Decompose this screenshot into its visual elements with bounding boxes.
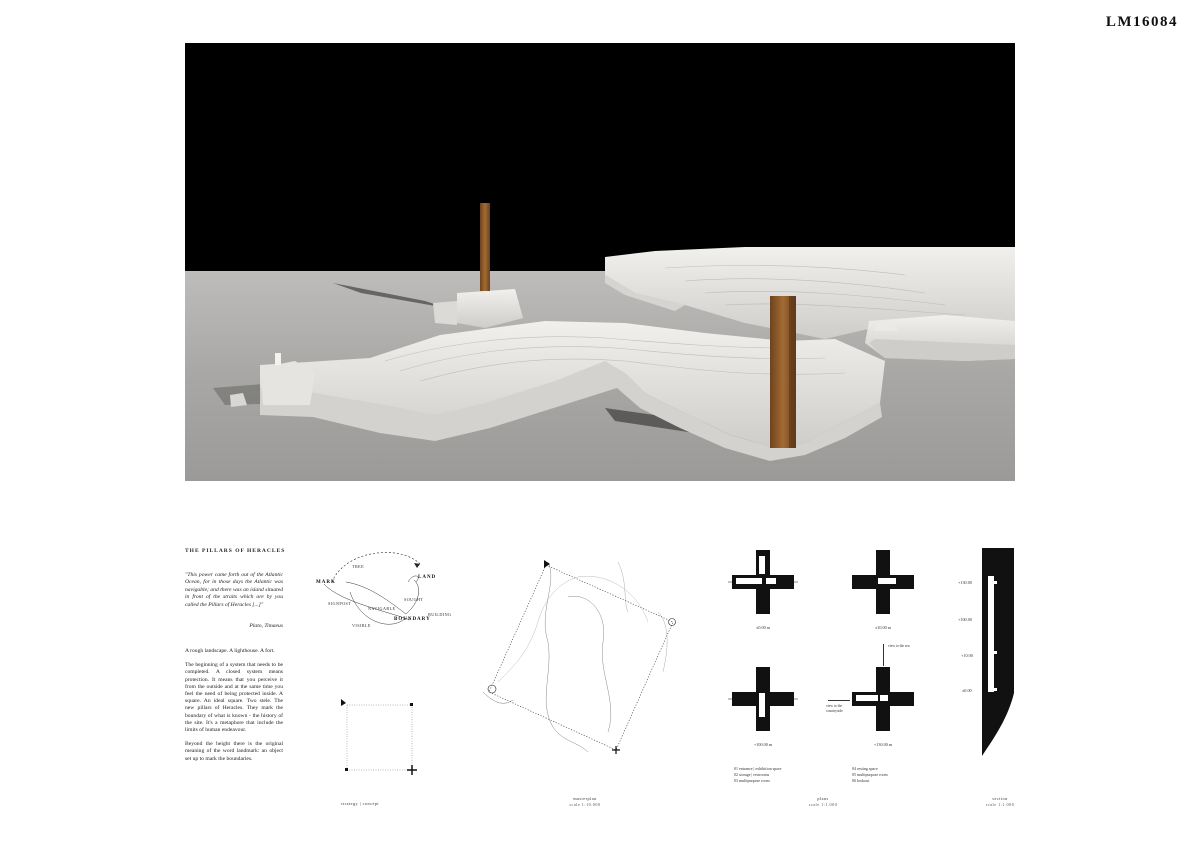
word-mark: MARK [316, 580, 336, 585]
section-level-10: +10.00 [961, 653, 973, 658]
plan-100-level: +100.00 m [753, 742, 773, 747]
concept-diagram: MARK LAND TREE SIGNPOST NAVIGABLE SOUGHT… [310, 542, 452, 642]
word-land: LAND [418, 575, 437, 580]
plato-quote: "This power came forth out of the Atlant… [185, 572, 283, 608]
strategy-label: strategy | concept [340, 801, 380, 806]
paragraph-2: The beginning of a system that needs to … [185, 662, 283, 734]
legend-col-2: 04 resting space 05 multipurpose room 06… [852, 766, 942, 784]
plans-label: plans [817, 796, 829, 801]
project-code: LM16084 [1105, 14, 1178, 30]
section-title: THE PILLARS OF HERACLES [185, 548, 286, 554]
masterplan [478, 552, 688, 782]
landmass-back [605, 247, 1015, 339]
legend-item: 03 multipurpose room [734, 778, 770, 783]
section-label: section [992, 796, 1008, 801]
legend-item: 02 storage | restrooms [734, 772, 770, 777]
view-arrow-left [828, 700, 850, 701]
legend-col-1: 01 entrance | exhibition space 02 storag… [734, 766, 844, 784]
section-scale: scale 1:1.000 [985, 802, 1015, 807]
view-arrow-up [883, 644, 884, 666]
word-sought: SOUGHT [404, 597, 424, 602]
paragraph-1: A rough landscape. A lighthouse. A fort. [185, 648, 275, 654]
word-tree: TREE [352, 564, 365, 569]
pillar-back [480, 203, 490, 291]
word-navigable: NAVIGABLE [368, 606, 396, 611]
plan-100 [728, 665, 798, 735]
legend-item: 05 multipurpose room [852, 772, 888, 777]
paragraph-3: Beyond the height there is the original … [185, 741, 283, 762]
plan-0-level: ±0.00 m [756, 625, 770, 630]
section-level-100: +100.00 [958, 617, 972, 622]
plan-0 [728, 548, 798, 618]
masterplan-scale: scale 1:10.000 [569, 802, 601, 807]
legend-item: 04 resting space [852, 766, 878, 771]
section-drawing [980, 548, 1016, 758]
plan-10 [848, 548, 918, 618]
word-visible: VISIBLE [352, 623, 371, 628]
plan-130 [848, 665, 918, 735]
quote-author: Plato, Timaeus [249, 623, 283, 629]
body-text: A rough landscape. A lighthouse. A fort.… [185, 648, 283, 770]
plan-10-level: ±10.00 m [874, 625, 892, 630]
plan-130-level: +130.00 m [873, 742, 893, 747]
section-level-0: ±0.00 [962, 688, 972, 693]
legend-item: 06 lookout [852, 778, 870, 783]
section-level-130: +130.00 [958, 580, 972, 585]
view-note-top: view to the sea [888, 644, 910, 648]
model-photo [185, 43, 1015, 481]
plans-scale: scale 1:1.000 [808, 802, 838, 807]
word-boundary: BOUNDARY [394, 617, 431, 622]
word-building: BUILDING [428, 612, 452, 617]
legend-item: 01 entrance | exhibition space [734, 766, 782, 771]
strategy-diagram [335, 695, 425, 785]
view-note-left: view to the countryside [826, 704, 843, 713]
word-signpost: SIGNPOST [328, 601, 352, 606]
masterplan-label: masterplan [573, 796, 597, 801]
